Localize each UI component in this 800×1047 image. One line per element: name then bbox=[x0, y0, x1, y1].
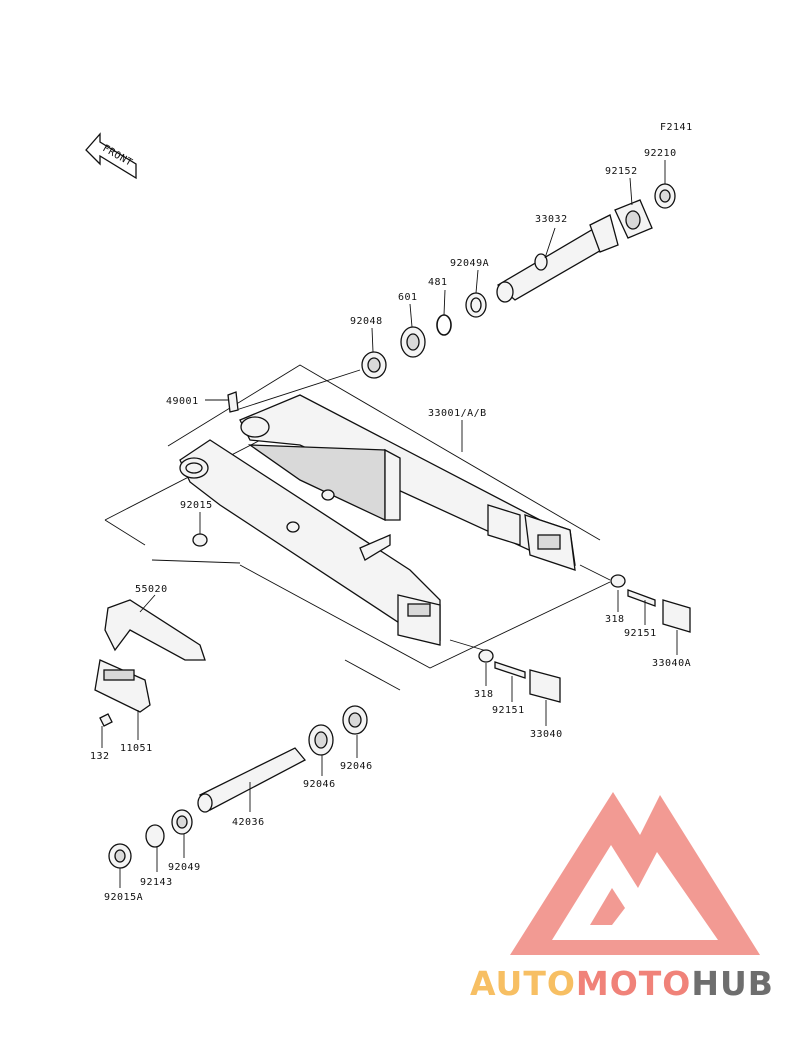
axle-shaft-parts bbox=[108, 705, 368, 869]
chain-guard bbox=[94, 599, 206, 727]
part-label-481: 481 bbox=[428, 277, 448, 288]
part-label-92015: 92015 bbox=[180, 500, 213, 511]
part-label-49001: 49001 bbox=[166, 396, 199, 407]
part-label-33001: 33001/A/B bbox=[428, 408, 487, 419]
chain-adjusters bbox=[192, 533, 691, 703]
part-label-92049: 92049 bbox=[168, 862, 201, 873]
front-arrow-icon: FRONT bbox=[85, 132, 137, 180]
part-label-92046-right: 92046 bbox=[340, 761, 373, 772]
part-label-318-lower: 318 bbox=[474, 689, 494, 700]
part-label-92046-left: 92046 bbox=[303, 779, 336, 790]
part-label-132: 132 bbox=[90, 751, 110, 762]
part-label-55020: 55020 bbox=[135, 584, 168, 595]
part-label-33040a: 33040A bbox=[652, 658, 691, 669]
swingarm bbox=[179, 394, 576, 646]
leader-lines bbox=[101, 160, 678, 888]
part-label-92210: 92210 bbox=[644, 148, 677, 159]
part-labels: 92210 92152 33032 92049A 481 601 92048 4… bbox=[90, 148, 691, 903]
part-label-92015a: 92015A bbox=[104, 892, 143, 903]
part-label-92151-lower: 92151 bbox=[492, 705, 525, 716]
watermark-logo-icon bbox=[510, 792, 760, 955]
part-label-92048: 92048 bbox=[350, 316, 383, 327]
watermark-hub: HUB bbox=[691, 964, 774, 1003]
watermark-auto: AUTO bbox=[470, 964, 576, 1003]
watermark-wordmark: AUTOMOTOHUB bbox=[470, 964, 774, 1003]
pivot-shaft-parts bbox=[227, 183, 676, 413]
part-label-11051: 11051 bbox=[120, 743, 153, 754]
part-label-33032: 33032 bbox=[535, 214, 568, 225]
part-label-92152: 92152 bbox=[605, 166, 638, 177]
part-label-92143: 92143 bbox=[140, 877, 173, 888]
part-label-42036: 42036 bbox=[232, 817, 265, 828]
part-label-92151-upper: 92151 bbox=[624, 628, 657, 639]
part-label-601: 601 bbox=[398, 292, 418, 303]
watermark-moto: MOTO bbox=[576, 964, 691, 1003]
part-label-318-upper: 318 bbox=[605, 614, 625, 625]
figure-code: F2141 bbox=[660, 122, 693, 133]
part-label-92049a: 92049A bbox=[450, 258, 489, 269]
part-label-33040: 33040 bbox=[530, 729, 563, 740]
